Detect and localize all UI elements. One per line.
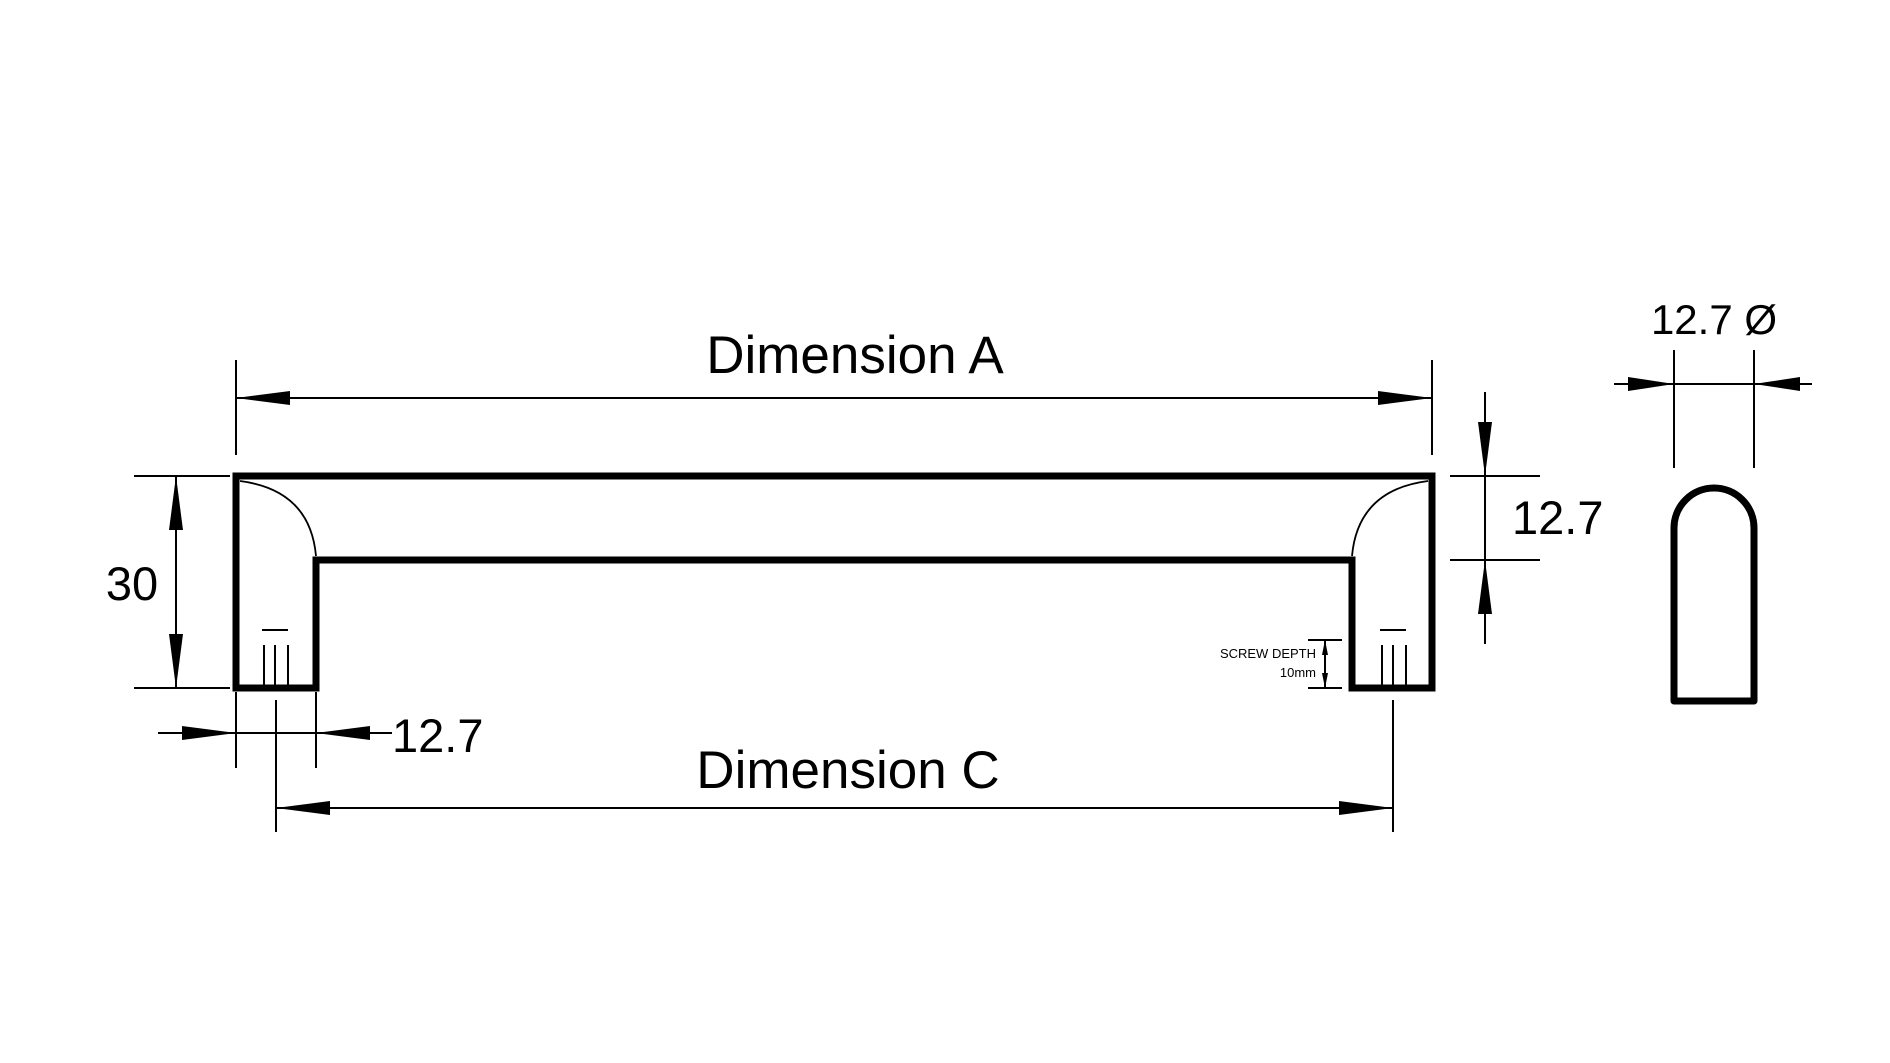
height-label: 30 bbox=[106, 557, 158, 610]
arrowhead bbox=[1478, 560, 1492, 614]
cross-section-view: 12.7 Ø bbox=[1614, 296, 1812, 705]
dimension-c-label: Dimension C bbox=[696, 741, 999, 800]
arrowhead bbox=[1378, 391, 1432, 405]
handle-outline bbox=[232, 472, 1436, 692]
arrowhead bbox=[1478, 422, 1492, 476]
dimension-foot-width: 12.7 bbox=[158, 692, 483, 768]
arrowhead bbox=[1339, 801, 1393, 815]
diameter-label: 12.7 Ø bbox=[1651, 296, 1777, 343]
screw-depth-callout: SCREW DEPTH 10mm bbox=[1220, 639, 1342, 689]
arrowhead bbox=[1754, 377, 1800, 391]
arrowhead bbox=[169, 634, 183, 688]
cross-section-profile bbox=[1670, 484, 1758, 705]
right-screw-hole bbox=[1380, 629, 1407, 688]
dimension-height: 30 bbox=[106, 475, 230, 689]
screw-depth-value: 10mm bbox=[1280, 665, 1316, 680]
dimension-a: Dimension A bbox=[235, 326, 1433, 455]
left-screw-hole bbox=[262, 629, 289, 688]
bar-thickness-label: 12.7 bbox=[1512, 491, 1603, 544]
dimension-bar-thickness: 12.7 bbox=[1450, 392, 1603, 644]
arrowhead bbox=[316, 726, 370, 740]
foot-width-label: 12.7 bbox=[392, 709, 483, 762]
dimension-a-label: Dimension A bbox=[706, 326, 1004, 385]
arrowhead bbox=[169, 476, 183, 530]
left-bend-arc bbox=[239, 480, 317, 557]
screw-depth-label: SCREW DEPTH bbox=[1220, 646, 1316, 661]
arrowhead bbox=[1628, 377, 1674, 391]
handle-front-view bbox=[232, 472, 1436, 692]
arrowhead bbox=[1322, 673, 1328, 688]
arrowhead bbox=[236, 391, 290, 405]
right-bend-arc bbox=[1351, 480, 1429, 557]
dimension-c: Dimension C bbox=[275, 700, 1394, 832]
arrowhead bbox=[182, 726, 236, 740]
arrowhead bbox=[276, 801, 330, 815]
arrowhead bbox=[1322, 640, 1328, 655]
